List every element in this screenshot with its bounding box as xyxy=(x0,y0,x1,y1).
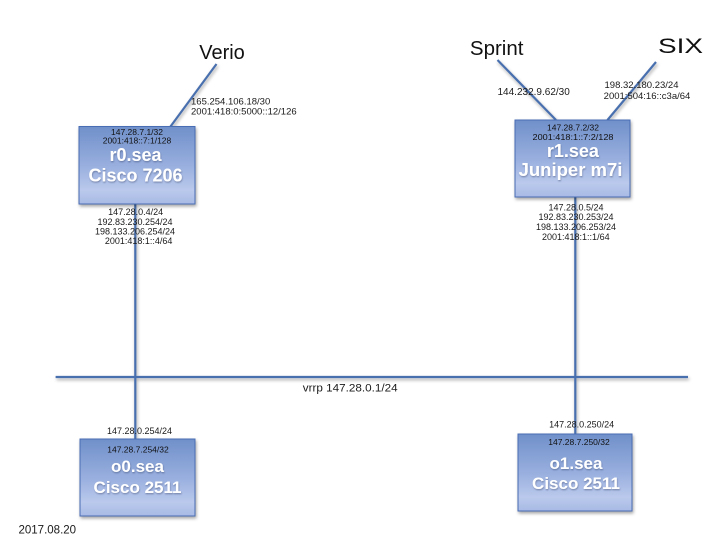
svg-text:Juniper m7i: Juniper m7i xyxy=(519,159,623,180)
svg-text:198.32.180.23/24: 198.32.180.23/24 xyxy=(605,80,679,91)
svg-text:165.254.106.18/30: 165.254.106.18/30 xyxy=(191,97,270,108)
svg-text:147.28.7.2/32: 147.28.7.2/32 xyxy=(547,123,599,133)
svg-text:vrrp 147.28.0.1/24: vrrp 147.28.0.1/24 xyxy=(303,383,398,395)
svg-text:198.133.206.253/24: 198.133.206.253/24 xyxy=(536,222,616,232)
svg-text:Cisco 2511: Cisco 2511 xyxy=(94,478,182,497)
svg-text:144.232.9.62/30: 144.232.9.62/30 xyxy=(498,87,571,98)
svg-text:192.83.230.253/24: 192.83.230.253/24 xyxy=(538,212,613,222)
svg-text:2001:504:16::c3a/64: 2001:504:16::c3a/64 xyxy=(604,91,691,102)
svg-text:198.133.206.254/24: 198.133.206.254/24 xyxy=(95,227,175,237)
svg-text:r1.sea: r1.sea xyxy=(547,141,600,161)
svg-text:147.28.7.250/32: 147.28.7.250/32 xyxy=(548,437,610,447)
svg-text:147.28.0.4/24: 147.28.0.4/24 xyxy=(108,207,163,217)
svg-text:147.28.0.254/24: 147.28.0.254/24 xyxy=(107,426,172,436)
svg-text:o1.sea: o1.sea xyxy=(550,454,603,473)
svg-text:2001:418::7:1/128: 2001:418::7:1/128 xyxy=(103,136,172,146)
svg-text:Sprint: Sprint xyxy=(470,37,524,60)
svg-text:2017.08.20: 2017.08.20 xyxy=(19,525,77,537)
svg-text:192.83.230.254/24: 192.83.230.254/24 xyxy=(97,217,172,227)
svg-text:2001:418:1::7:2/128: 2001:418:1::7:2/128 xyxy=(533,132,614,142)
svg-text:147.28.0.5/24: 147.28.0.5/24 xyxy=(548,203,603,213)
svg-text:147.28.7.1/32: 147.28.7.1/32 xyxy=(111,127,163,137)
svg-text:SIX: SIX xyxy=(658,34,703,58)
svg-text:2001:418:1::4/64: 2001:418:1::4/64 xyxy=(105,236,173,246)
svg-text:2001:418:0:5000::12/126: 2001:418:0:5000::12/126 xyxy=(191,107,297,118)
svg-text:2001:418:1::1/64: 2001:418:1::1/64 xyxy=(542,232,610,242)
svg-text:Verio: Verio xyxy=(199,42,245,64)
svg-text:o0.sea: o0.sea xyxy=(111,457,164,476)
svg-text:Cisco 2511: Cisco 2511 xyxy=(532,474,620,493)
svg-text:Cisco 7206: Cisco 7206 xyxy=(88,166,182,186)
svg-text:147.28.0.250/24: 147.28.0.250/24 xyxy=(549,420,614,430)
svg-text:r0.sea: r0.sea xyxy=(109,145,162,165)
svg-text:147.28.7.254/32: 147.28.7.254/32 xyxy=(107,445,169,455)
